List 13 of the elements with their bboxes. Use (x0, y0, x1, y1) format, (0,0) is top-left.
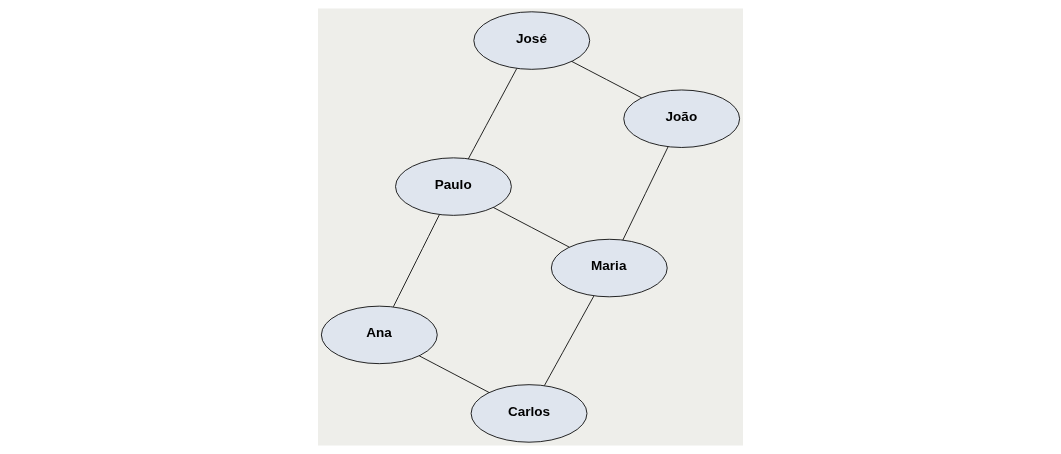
connector (493, 207, 570, 248)
connector (544, 295, 595, 386)
node-ellipse: José (473, 11, 591, 70)
node-ellipse: Paulo (395, 157, 512, 216)
node-ellipse: Ana (320, 305, 438, 365)
connector (622, 146, 669, 241)
connector (392, 214, 440, 308)
node-ellipse: Carlos (470, 384, 588, 443)
connector (418, 355, 490, 393)
connector (571, 61, 642, 99)
connector (467, 68, 518, 160)
node-ellipse: João (623, 89, 741, 148)
node-ellipse: Maria (550, 238, 668, 298)
